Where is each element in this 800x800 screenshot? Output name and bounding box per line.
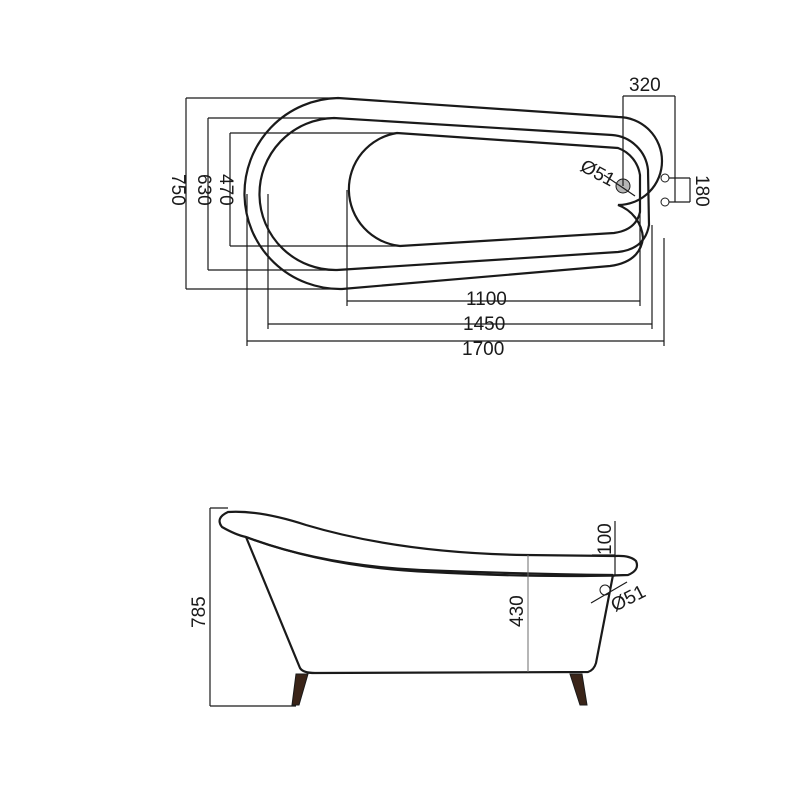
label-630: 630	[193, 174, 214, 206]
label-470: 470	[215, 174, 236, 206]
tap-hole-icon	[660, 197, 670, 207]
dimension-470: 470	[215, 132, 400, 247]
dimension-430: 430	[507, 555, 529, 672]
dimension-1450: 1450	[267, 194, 653, 335]
label-1100: 1100	[466, 289, 507, 310]
dimension-630: 630	[193, 117, 337, 271]
tub-foot-left	[291, 673, 309, 706]
side-view: 785 430 100 Ø51	[189, 507, 650, 707]
tub-outer-rim	[243, 96, 664, 291]
drain-leader-line	[603, 174, 636, 197]
dimension-180: 180	[669, 175, 712, 207]
tub-inner-rim	[258, 116, 651, 272]
tap-hole-icon	[660, 173, 670, 183]
label-1450: 1450	[463, 314, 505, 335]
tub-basin	[347, 131, 642, 248]
tub-rolled-rim	[218, 510, 639, 578]
dimension-785: 785	[189, 507, 296, 707]
label-750: 750	[167, 174, 188, 206]
dimension-320: 320	[622, 75, 676, 202]
dimension-100: 100	[592, 521, 616, 577]
label-1700: 1700	[462, 339, 504, 360]
overflow-icon	[599, 584, 611, 596]
tub-body	[244, 536, 615, 675]
dimension-1100: 1100	[346, 190, 641, 310]
label-180: 180	[691, 175, 712, 207]
top-view: Ø51 320 180 750 6	[167, 75, 712, 360]
label-430: 430	[507, 595, 528, 627]
label-side-diameter-51: Ø51	[608, 581, 650, 616]
dimension-1700: 1700	[246, 194, 665, 360]
label-100: 100	[595, 523, 616, 555]
label-top-diameter-51: Ø51	[577, 156, 619, 191]
label-785: 785	[189, 596, 210, 628]
overflow-leader-line	[590, 581, 628, 604]
label-320: 320	[629, 75, 661, 96]
dimension-750: 750	[167, 97, 342, 290]
tub-foot-right	[569, 673, 588, 706]
